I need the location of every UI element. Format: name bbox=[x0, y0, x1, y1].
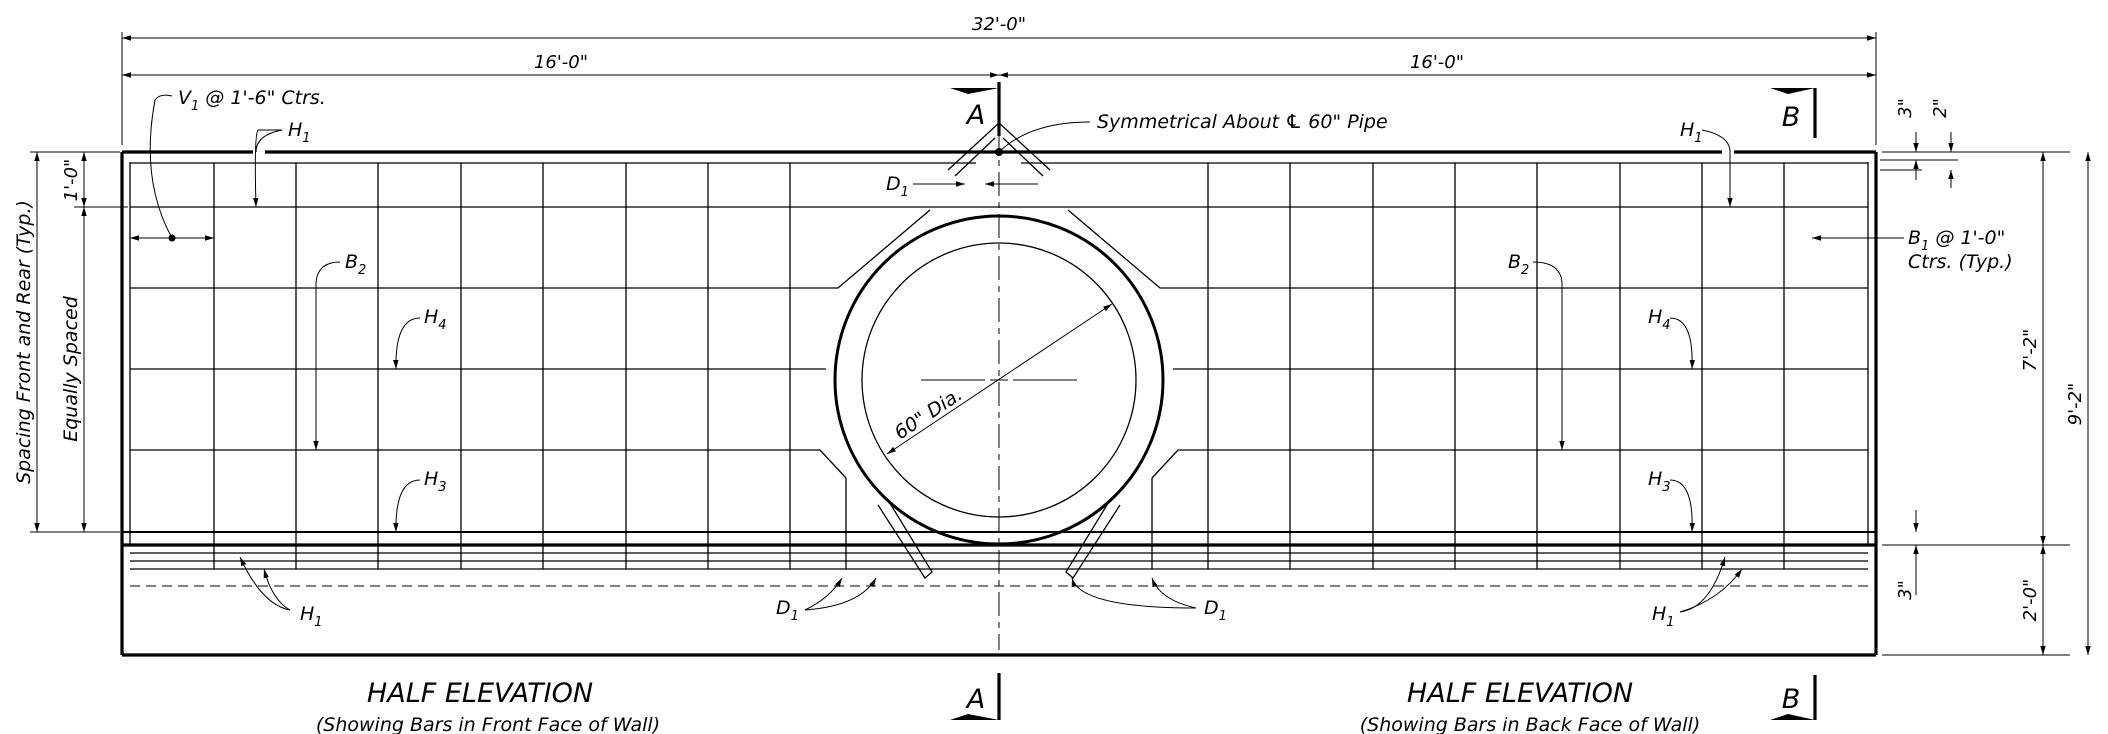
svg-text:H4: H4 bbox=[1648, 306, 1671, 333]
right-dimensions: 7'-2" 2'-0" 9'-2" 3" 2" 3" bbox=[1880, 98, 2091, 656]
svg-text:H1: H1 bbox=[1680, 119, 1703, 146]
svg-text:D1: D1 bbox=[1204, 597, 1227, 624]
h1-label-bottom-left: H1 bbox=[239, 556, 323, 630]
section-marker-b-bottom: B bbox=[1770, 675, 1817, 720]
svg-text:H3: H3 bbox=[424, 468, 447, 495]
spacing-note-line2: Equally Spaced bbox=[60, 295, 82, 441]
left-view-title: HALF ELEVATION bbox=[367, 678, 593, 709]
wall-height-dim: 7'-2" bbox=[2020, 329, 2041, 372]
right-view-title: HALF ELEVATION bbox=[1407, 678, 1633, 709]
v1-note-text: V1@ 1'-6" Ctrs. bbox=[178, 87, 326, 114]
left-half-dim: 16'-0" bbox=[534, 52, 588, 73]
b2-label-left: B2 bbox=[313, 251, 366, 450]
svg-text:H4: H4 bbox=[424, 306, 447, 333]
b1-note: B1@ 1'-0" Ctrs. (Typ.) bbox=[1812, 227, 2013, 273]
h1-label-top-left: H1 bbox=[253, 119, 311, 208]
diagonal-bars bbox=[877, 121, 1121, 579]
top-cover-3-dim: 3" bbox=[1895, 98, 1916, 118]
top-cover-2-dim: 2" bbox=[1930, 98, 1951, 118]
h3-label-right: H3 bbox=[1648, 468, 1696, 533]
svg-text:H3: H3 bbox=[1648, 468, 1671, 495]
d1-label-top: D1 bbox=[886, 173, 1038, 200]
h4-label-right: H4 bbox=[1648, 306, 1696, 370]
right-half-dim: 16'-0" bbox=[1410, 52, 1464, 73]
b1-note-text: B1@ 1'-0" bbox=[1908, 227, 2005, 254]
pipe-centerline bbox=[886, 88, 1113, 650]
b2-label-right: B2 bbox=[1508, 251, 1565, 450]
svg-text:H1: H1 bbox=[300, 603, 323, 630]
v1-note: V1@ 1'-6" Ctrs. bbox=[130, 87, 326, 242]
svg-text:B: B bbox=[1782, 684, 1801, 715]
svg-text:H1: H1 bbox=[288, 119, 311, 146]
left-dimensions: 1'-0" Spacing Front and Rear (Typ.) Equa… bbox=[13, 151, 128, 533]
svg-text:D1: D1 bbox=[886, 173, 909, 200]
svg-text:A: A bbox=[965, 100, 985, 131]
d1-label-bottom-left: D1 bbox=[776, 577, 877, 624]
footing-height-dim: 2'-0" bbox=[2020, 579, 2041, 622]
svg-text:H1: H1 bbox=[1652, 603, 1675, 630]
spacing-note-line1: Spacing Front and Rear (Typ.) bbox=[13, 200, 35, 484]
symmetry-note-text: Symmetrical About ℄ 60" Pipe bbox=[1097, 111, 1388, 133]
h1-label-top-right: H1 bbox=[1680, 119, 1733, 207]
bottom-cover-3-dim: 3" bbox=[1895, 580, 1916, 600]
h1-label-bottom-right: H1 bbox=[1652, 556, 1743, 630]
svg-text:A: A bbox=[965, 684, 985, 715]
d1-label-bottom-right: D1 bbox=[1071, 577, 1227, 624]
right-view-subtitle: (Showing Bars in Back Face of Wall) bbox=[1360, 714, 1701, 734]
b1-note-line2: Ctrs. (Typ.) bbox=[1908, 251, 2013, 273]
vertical-bars bbox=[213, 163, 1785, 569]
pipe-dia-label: 60" Dia. bbox=[891, 383, 967, 444]
first-bar-spacing-dim: 1'-0" bbox=[61, 159, 82, 202]
total-height-dim: 9'-2" bbox=[2065, 383, 2086, 426]
h3-label-left: H3 bbox=[393, 468, 447, 533]
section-marker-b-top: B bbox=[1770, 88, 1817, 138]
symmetry-note: Symmetrical About ℄ 60" Pipe bbox=[995, 111, 1388, 156]
section-marker-a-top: A bbox=[950, 82, 1001, 136]
horizontal-bars bbox=[122, 162, 1876, 587]
svg-text:B: B bbox=[1782, 102, 1801, 133]
left-view-subtitle: (Showing Bars in Front Face of Wall) bbox=[316, 714, 660, 734]
h4-label-left: H4 bbox=[393, 306, 447, 370]
svg-text:B2: B2 bbox=[345, 251, 366, 278]
svg-text:B2: B2 bbox=[1508, 251, 1529, 278]
svg-text:D1: D1 bbox=[776, 597, 799, 624]
overall-width-dim: 32'-0" bbox=[972, 14, 1026, 35]
top-dimensions: 32'-0" 16'-0" 16'-0" bbox=[121, 14, 1877, 145]
section-marker-a-bottom: A bbox=[950, 673, 1001, 720]
